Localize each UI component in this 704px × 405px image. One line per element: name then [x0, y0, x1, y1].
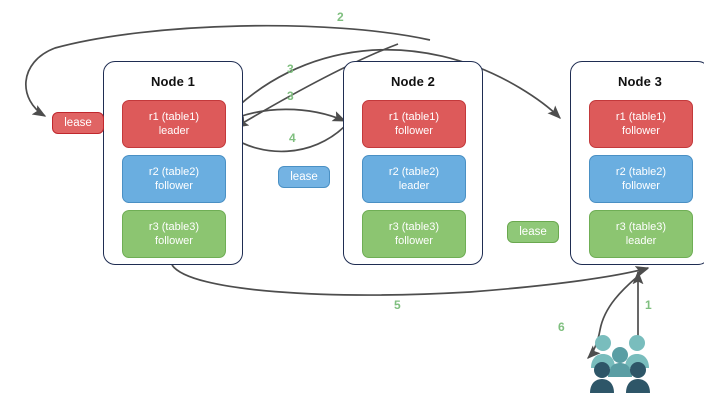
node-1-replica-r2-name: r2 (table2) — [148, 166, 200, 178]
node-3-replica-r2-name: r2 (table2) — [615, 166, 667, 178]
node-2-replica-r2-role: leader — [398, 180, 430, 192]
node-3-replica-r1-name: r1 (table1) — [615, 111, 667, 123]
step-label-2: 2 — [337, 10, 344, 24]
step-label-4: 4 — [289, 131, 296, 145]
step-label-6: 6 — [558, 320, 565, 334]
node-3-replica-r1-role: follower — [622, 125, 660, 137]
edge-5-node1-to-node3 — [171, 264, 650, 296]
node-2-container: Node 2 r1 (table1) follower r2 (table2) … — [343, 61, 483, 265]
node-3-replica-r3-name: r3 (table3) — [615, 221, 667, 233]
node-2-replica-r2-name: r2 (table2) — [388, 166, 440, 178]
step-label-3a: 3 — [287, 62, 294, 76]
node-1-title: Node 1 — [151, 74, 195, 89]
edge-4-node2-to-node1 — [228, 125, 346, 153]
lease-box-blue[interactable]: lease — [278, 166, 330, 188]
node-3-replica-r3[interactable]: r3 (table3) leader — [589, 210, 693, 258]
step-label-1: 1 — [645, 298, 652, 312]
node-3-replica-r2-role: follower — [622, 180, 660, 192]
node-3-title: Node 3 — [618, 74, 662, 89]
node-3-replica-r1[interactable]: r1 (table1) follower — [589, 100, 693, 148]
node-1-replica-r1-role: leader — [158, 125, 190, 137]
users-group-icon — [588, 332, 658, 394]
node-2-replica-r3[interactable]: r3 (table3) follower — [362, 210, 466, 258]
step-label-3b: 3 — [287, 89, 294, 103]
node-3-replica-r3-role: leader — [625, 235, 657, 247]
node-1-replica-r3[interactable]: r3 (table3) follower — [122, 210, 226, 258]
node-2-replica-r2[interactable]: r2 (table2) leader — [362, 155, 466, 203]
node-1-container: Node 1 r1 (table1) leader r2 (table2) fo… — [103, 61, 243, 265]
node-2-title: Node 2 — [391, 74, 435, 89]
node-1-replica-r3-name: r3 (table3) — [148, 221, 200, 233]
node-2-replica-r1[interactable]: r1 (table1) follower — [362, 100, 466, 148]
node-1-replica-r2[interactable]: r2 (table2) follower — [122, 155, 226, 203]
node-2-replica-r3-name: r3 (table3) — [388, 221, 440, 233]
node-1-replica-r3-role: follower — [155, 235, 193, 247]
node-1-replica-r1-name: r1 (table1) — [148, 111, 200, 123]
node-3-replica-r2[interactable]: r2 (table2) follower — [589, 155, 693, 203]
step-label-5: 5 — [394, 298, 401, 312]
lease-box-green[interactable]: lease — [507, 221, 559, 243]
node-1-replica-r2-role: follower — [155, 180, 193, 192]
node-2-replica-r3-role: follower — [395, 235, 433, 247]
node-2-replica-r1-name: r1 (table1) — [388, 111, 440, 123]
node-1-replica-r1[interactable]: r1 (table1) leader — [122, 100, 226, 148]
lease-box-red[interactable]: lease — [52, 112, 104, 134]
node-3-container: Node 3 r1 (table1) follower r2 (table2) … — [570, 61, 704, 265]
node-2-replica-r1-role: follower — [395, 125, 433, 137]
